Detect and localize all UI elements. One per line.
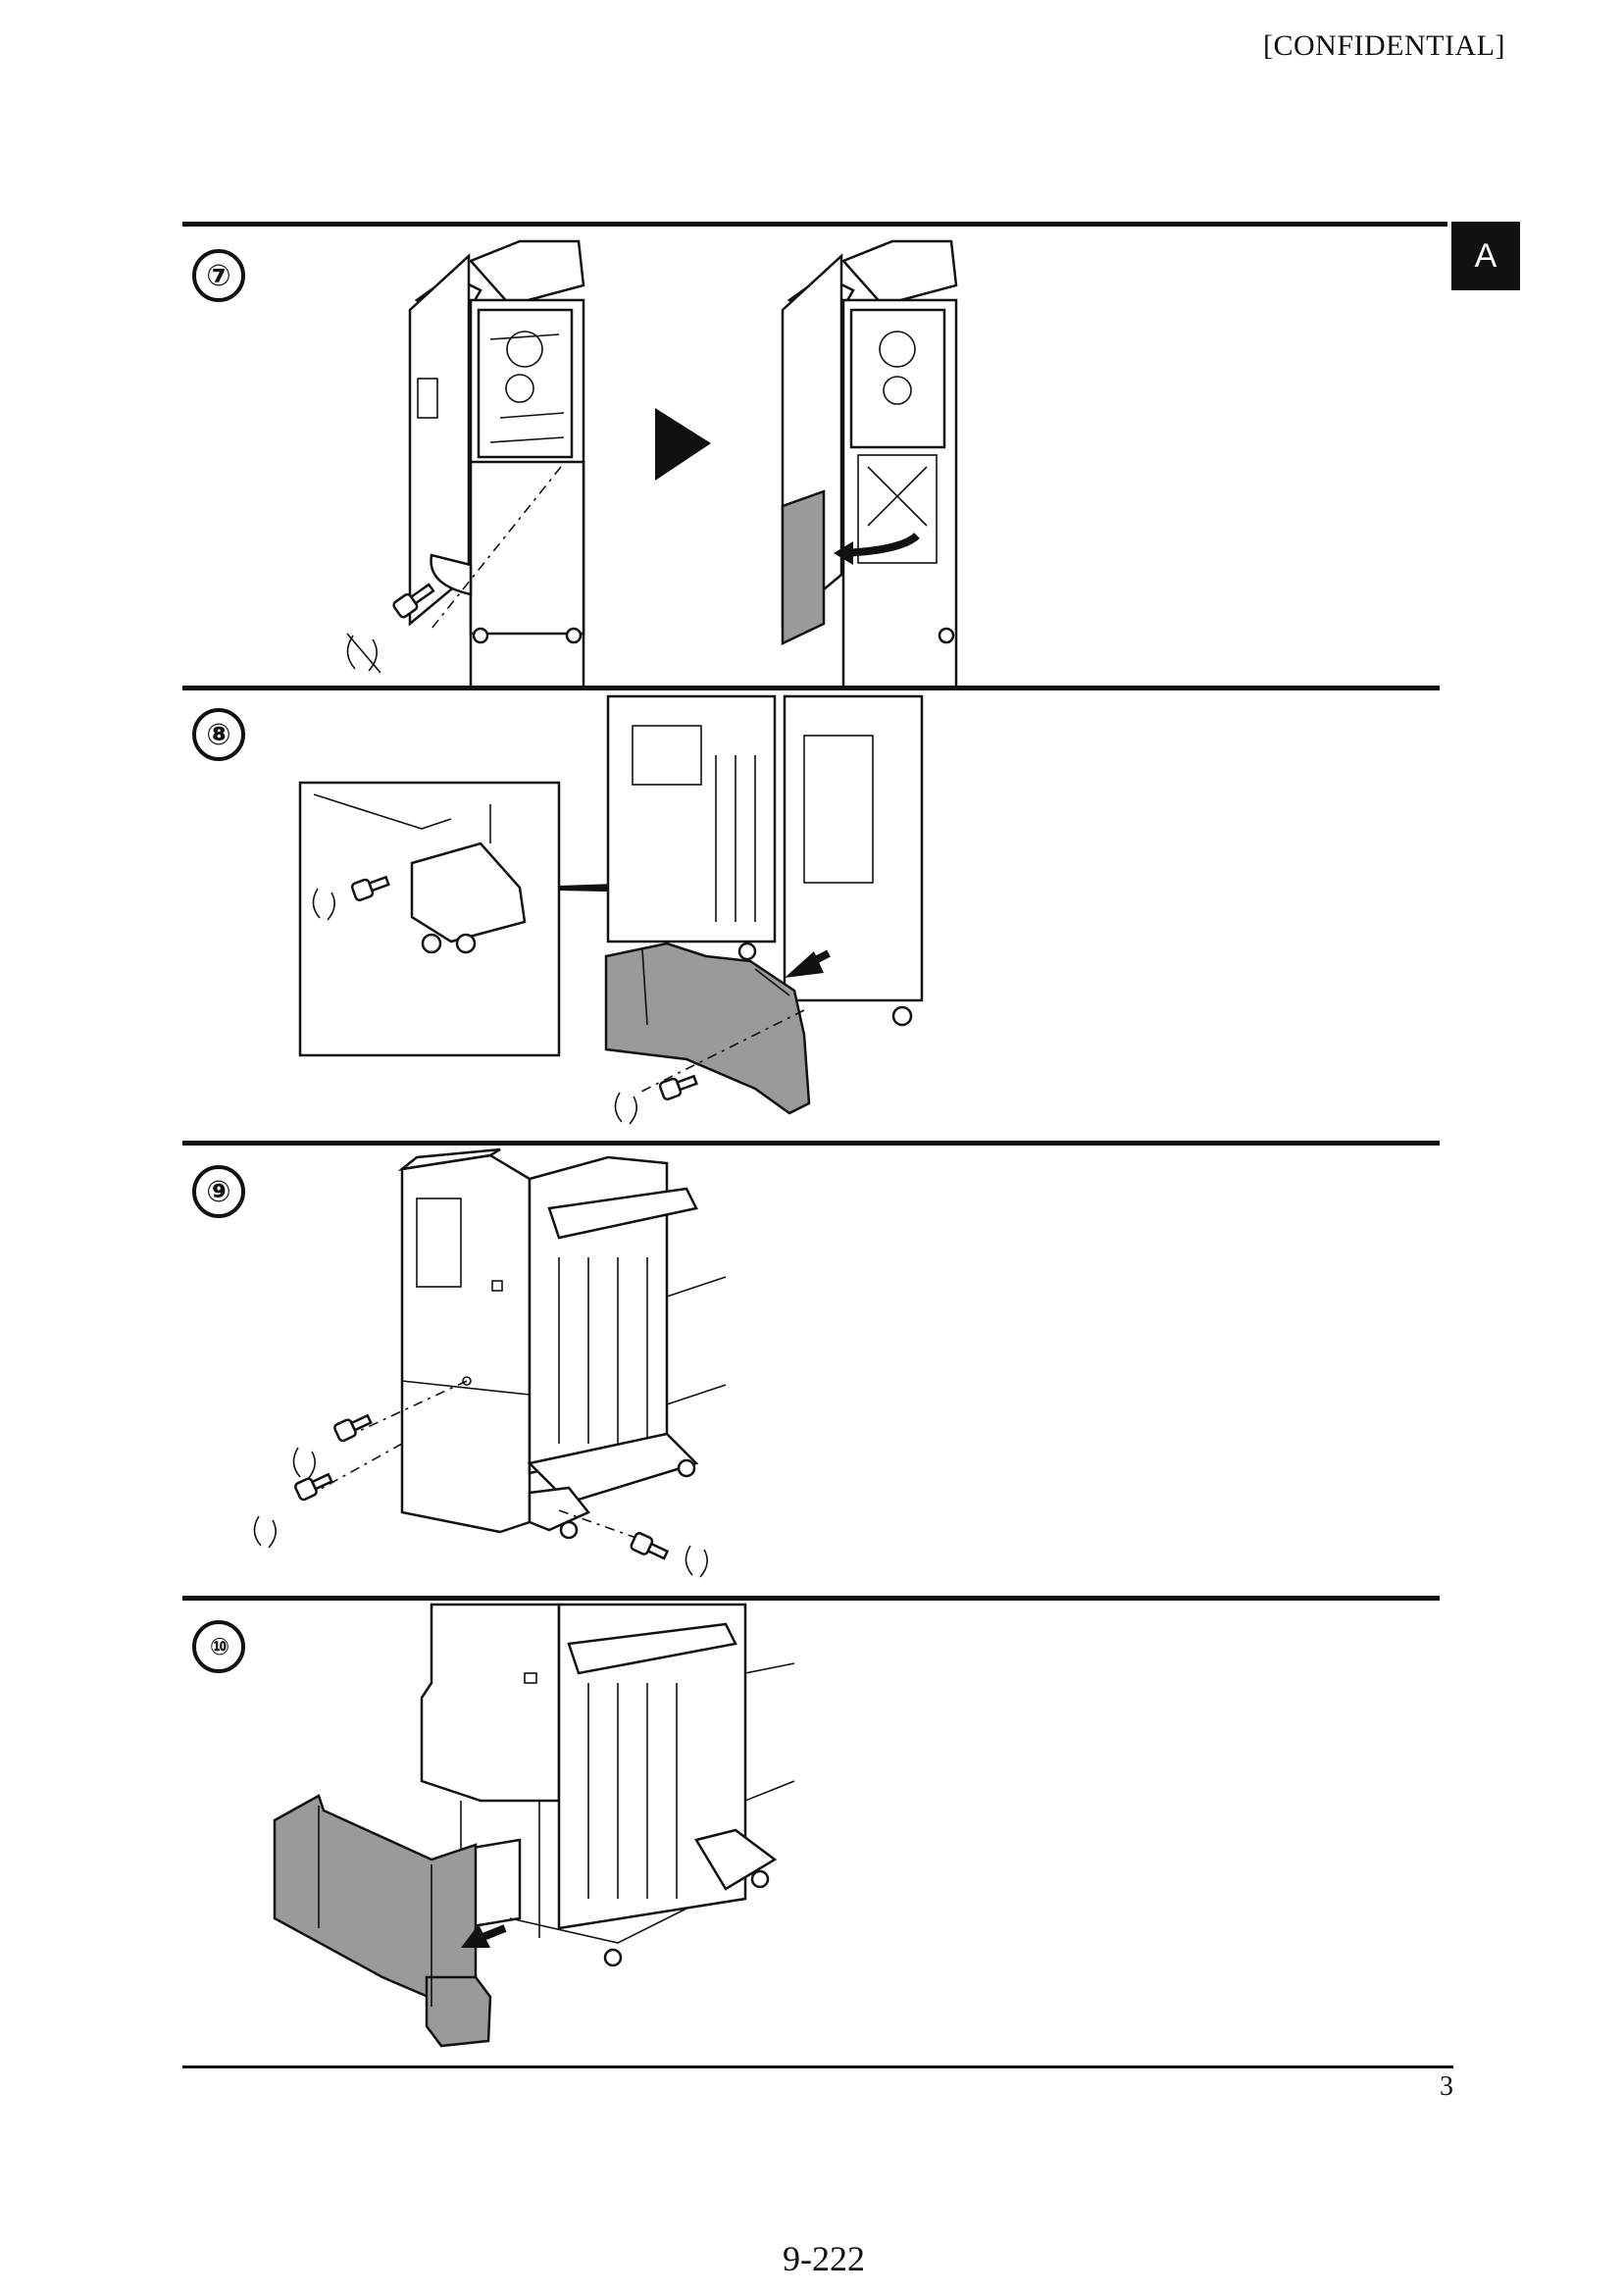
finisher-right-icon (781, 239, 958, 689)
page-number: 3 (1440, 2071, 1453, 2102)
screw-icon (392, 583, 435, 619)
step-9-number: ⑨ (192, 1165, 245, 1218)
rotate-arrow-icon (346, 633, 381, 674)
step-8-illustration (298, 694, 924, 1125)
step-9-illustration (253, 1147, 727, 1578)
step-8-divider (182, 686, 1440, 690)
confidential-label: [CONFIDENTIAL] (1263, 29, 1505, 62)
step-10-number: ⑩ (192, 1620, 245, 1673)
footer-divider (182, 2065, 1453, 2068)
step-7-divider (182, 222, 1447, 227)
global-page-number: 9-222 (783, 2239, 865, 2278)
finisher-left-icon (408, 239, 585, 689)
section-tab[interactable]: A (1451, 222, 1520, 290)
step-10-illustration (273, 1603, 795, 2048)
step-10-divider (182, 1596, 1440, 1601)
step-7-number: ⑦ (192, 249, 245, 302)
step-8-number: ⑧ (192, 708, 245, 761)
next-arrow-icon (655, 408, 711, 481)
step-7-illustration (346, 239, 958, 689)
step-9-divider (182, 1141, 1440, 1146)
rear-cover-part (273, 1794, 492, 2048)
front-cover-part (604, 942, 811, 1115)
